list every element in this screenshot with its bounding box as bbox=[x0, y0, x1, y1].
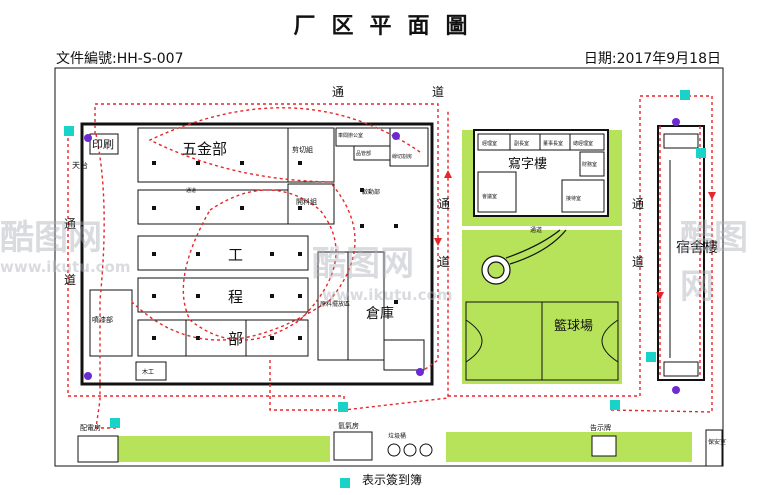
label-gong: 工 bbox=[228, 246, 243, 264]
area-labels: 五金部 剪切組 開料組 車間辦公室 品管部 線切割房 印刷 天台 啟動部 通道 … bbox=[64, 85, 726, 487]
route-arrows bbox=[434, 170, 716, 300]
label-guard: 保安室 bbox=[708, 438, 726, 446]
label-aisle-right: 通 bbox=[632, 197, 644, 211]
label-cheng: 程 bbox=[228, 288, 243, 306]
label-raw-material: 原料擺放區 bbox=[320, 300, 350, 308]
label-office-aisle: 通道 bbox=[530, 226, 542, 234]
legend-checkpoint-icon bbox=[340, 478, 350, 488]
marker-icon bbox=[672, 386, 680, 394]
marker-icon bbox=[84, 372, 92, 380]
checkpoint-icon bbox=[680, 90, 690, 100]
label-rooftop: 天台 bbox=[72, 160, 88, 170]
dorm-stair-top bbox=[663, 133, 699, 149]
label-meeting: 會議室 bbox=[482, 193, 497, 200]
document-date: 日期:2017年9月18日 bbox=[583, 51, 721, 67]
label-woodwork: 木工 bbox=[142, 368, 154, 376]
marker-icon bbox=[392, 132, 400, 140]
site-boundary bbox=[54, 67, 724, 467]
label-hardware: 五金部 bbox=[182, 140, 227, 158]
marker-icon bbox=[672, 118, 680, 126]
notice-board bbox=[591, 435, 617, 457]
label-finance: 財務室 bbox=[582, 161, 597, 168]
checkpoint-icon bbox=[610, 400, 620, 410]
label-print: 印刷 bbox=[92, 138, 114, 151]
checkpoint-icon bbox=[338, 402, 348, 412]
legend-sign-book: 表示簽到簿 bbox=[362, 472, 422, 487]
page-title: 厂区平面圖 bbox=[293, 13, 484, 39]
label-material: 開料組 bbox=[296, 197, 317, 206]
label-mgr-room: 經理室 bbox=[482, 140, 497, 147]
basketball-court bbox=[465, 301, 619, 381]
lawn-bottom-right bbox=[446, 432, 692, 462]
label-warehouse: 倉庫 bbox=[366, 305, 394, 322]
label-gas-room: 氫氣房 bbox=[338, 421, 359, 430]
checkpoint-icon bbox=[64, 126, 74, 136]
label-gm: 總經理室 bbox=[573, 140, 593, 147]
dorm-building bbox=[657, 125, 705, 381]
label-aisle-left2: 道 bbox=[64, 273, 76, 287]
factory-rooms bbox=[89, 127, 429, 381]
label-trash: 垃圾桶 bbox=[388, 432, 406, 440]
marker-icon bbox=[84, 134, 92, 142]
gas-room bbox=[333, 431, 373, 461]
label-dorm: 宿舍樓 bbox=[676, 239, 718, 256]
label-mgr-office: 車間辦公室 bbox=[338, 132, 363, 139]
factory-building bbox=[80, 122, 434, 386]
label-basketball: 籃球場 bbox=[554, 319, 593, 334]
label-aisle-mid2: 道 bbox=[438, 255, 450, 269]
checkpoint-icon bbox=[696, 148, 706, 158]
label-vice-gm: 副長室 bbox=[514, 140, 529, 147]
label-chairman: 董事長室 bbox=[543, 140, 563, 147]
document-number: 文件編號:HH-S-007 bbox=[56, 51, 184, 67]
label-paint: 噴漆部 bbox=[92, 315, 113, 324]
label-aisle-left: 通 bbox=[64, 217, 76, 231]
dorm-stair-bottom bbox=[663, 361, 699, 377]
office-building bbox=[473, 129, 609, 217]
label-cutting: 剪切組 bbox=[292, 145, 313, 154]
trash-bins bbox=[387, 443, 433, 457]
guard-room bbox=[705, 429, 723, 467]
marker-icon bbox=[416, 368, 424, 376]
office-rooms bbox=[477, 133, 605, 213]
label-grind: 線切割房 bbox=[392, 153, 412, 160]
label-aisle-top2: 道 bbox=[432, 85, 444, 99]
label-aisle-mid: 通 bbox=[438, 197, 450, 211]
checkpoint-icon bbox=[646, 352, 656, 362]
label-power-room: 配電房 bbox=[80, 423, 101, 432]
lawn-bottom-left bbox=[118, 436, 330, 462]
label-aisle-small: 通道 bbox=[186, 187, 196, 194]
label-bu: 部 bbox=[228, 330, 243, 348]
label-aisle-top: 通 bbox=[332, 85, 344, 99]
label-quality: 品管部 bbox=[356, 150, 371, 157]
label-aisle-right2: 道 bbox=[632, 255, 644, 269]
label-reception: 接待室 bbox=[566, 195, 581, 202]
label-office-building: 寫字樓 bbox=[508, 156, 547, 172]
label-notice: 告示牌 bbox=[590, 423, 611, 432]
checkpoint-icon bbox=[110, 418, 120, 428]
label-start: 啟動部 bbox=[362, 188, 380, 196]
markers bbox=[84, 118, 680, 394]
checkpoints bbox=[64, 90, 706, 488]
power-room bbox=[77, 435, 119, 463]
roundabout bbox=[481, 229, 567, 285]
pillars bbox=[152, 161, 398, 340]
